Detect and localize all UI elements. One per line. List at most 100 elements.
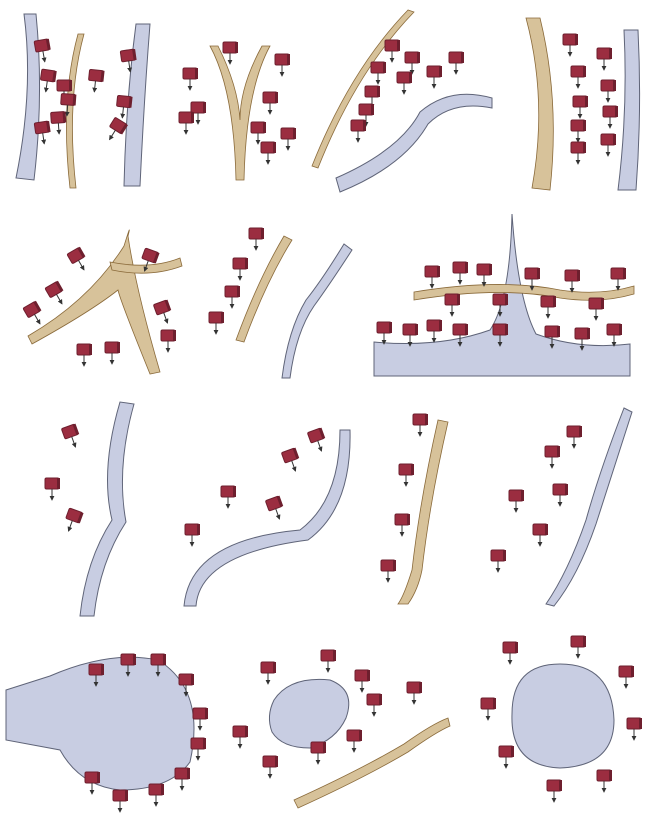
building-icon [413,414,428,436]
arrow-icon [57,294,63,304]
building-icon [571,66,586,88]
building-icon [67,247,91,274]
building-icon [265,496,287,522]
arrow-icon [164,313,168,323]
building-icon [225,286,240,308]
building-icon [85,772,100,794]
arrow-icon [94,81,95,92]
building-icon [61,424,83,450]
building-icon [191,738,206,760]
building-icon [571,120,586,142]
building-icon [405,52,420,74]
building-icon [477,264,492,286]
building-icon [425,266,440,288]
building-icon [161,330,176,352]
building-icon [403,324,418,346]
building-icon [87,69,104,92]
building-icon [571,142,586,164]
arrow-icon [276,509,280,519]
building-icon [377,322,392,344]
building-icon [385,40,400,62]
building-icon [275,54,290,76]
panel-9-curved-river [184,430,350,606]
arrow-icon [69,521,73,531]
building-icon [175,768,190,790]
building-icon [573,96,588,118]
building-icon [233,258,248,280]
building-icon [601,80,616,102]
building-icon [603,106,618,128]
building-icon [355,670,370,692]
lake [6,657,194,790]
building-icon [453,262,468,284]
arrow-icon [43,51,45,62]
building-icon [104,117,128,144]
lake [269,679,348,748]
arrow-icon [46,81,48,92]
building-icon [427,320,442,342]
building-icon [619,666,634,688]
building-icon [307,428,329,454]
building-icon [571,636,586,658]
river [546,408,632,606]
building-icon [407,682,422,704]
building-icon [263,756,278,778]
building-icon [491,550,506,572]
road [236,236,292,342]
building-icon [185,524,200,546]
building-icon [321,650,336,672]
building-icon [427,66,442,88]
building-icon [503,642,518,664]
building-icon [183,68,198,90]
building-icon [399,464,414,486]
building-icon [77,344,92,366]
road [66,34,84,188]
building-icon [367,694,382,716]
building-icon [45,478,60,500]
building-icon [153,300,175,326]
building-icon [395,514,410,536]
arrow-icon [79,260,85,270]
building-icon [397,72,412,94]
building-icon [209,312,224,334]
building-icon [607,324,622,346]
river [80,402,134,616]
panel-11-river-edge [546,408,632,606]
building-icon [601,134,616,156]
building-icon [281,128,296,150]
panel-10-curved-road [398,420,448,604]
arrow-icon [72,437,76,447]
building-icon [563,34,578,56]
building-icon [45,281,69,308]
building-icon [179,112,194,134]
building-icon [62,508,84,534]
road [526,18,553,190]
building-icon [233,726,248,748]
building-icon [221,486,236,508]
panel-3-road-and-river [312,10,492,192]
building-icon [193,708,208,730]
building-icon [251,122,266,144]
building-icon [23,301,47,328]
building-icon [597,770,612,792]
building-icon [533,524,548,546]
arrow-icon [318,441,322,451]
building-icon [509,490,524,512]
building-icon [545,446,560,468]
building-icon [597,48,612,70]
building-icon [149,784,164,806]
building-icon [105,342,120,364]
building-icon [553,484,568,506]
panel-8-river-bend [80,402,134,616]
arrow-icon [58,123,59,134]
building-icon [611,268,626,290]
building-icon [261,142,276,164]
road [28,230,160,374]
building-icon [51,111,67,134]
arrow-icon [122,107,123,118]
arrow-icon [129,61,131,72]
panel-12-lake-with-inlet [6,657,194,790]
panel-14-round-lake [512,664,614,768]
panel-2-forked-road [210,46,270,180]
building-icon [261,662,276,684]
